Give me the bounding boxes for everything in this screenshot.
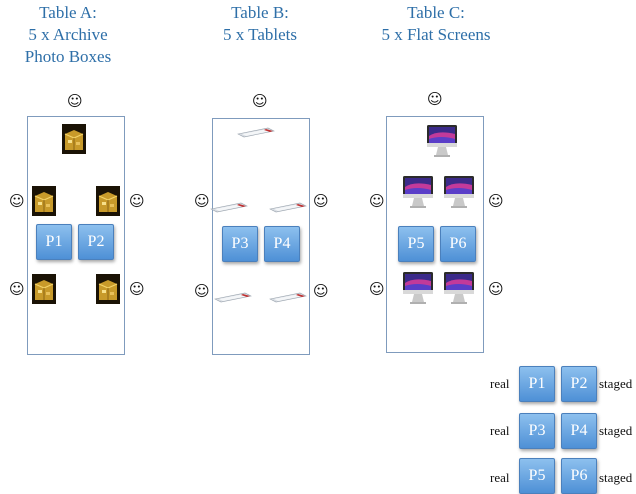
legend-real-label: real (490, 423, 510, 438)
flat-screen-icon (402, 175, 434, 209)
flat-screen-icon (443, 175, 475, 209)
person-icon: ☺ (488, 192, 504, 210)
table-c-title: Table C: (407, 3, 465, 22)
table-c-heading: Table C: 5 x Flat Screens (346, 2, 526, 46)
person-icon: ☺ (369, 192, 385, 210)
archive-photo-box-icon (96, 274, 120, 304)
legend-participant-p2: P2 (561, 366, 597, 402)
archive-photo-box-icon (32, 274, 56, 304)
table-a-title: Table A: (39, 3, 97, 22)
person-icon: ☺ (129, 192, 145, 210)
participant-p2: P2 (78, 224, 114, 260)
flat-screen-icon (443, 271, 475, 305)
tablet-icon (209, 201, 249, 213)
table-b-subtitle-line-1: 5 x Tablets (222, 25, 298, 44)
participant-p3: P3 (222, 226, 258, 262)
table-b-heading: Table B: 5 x Tablets (170, 2, 350, 46)
archive-photo-box-icon (32, 186, 56, 216)
person-icon: ☺ (369, 280, 385, 298)
table-c-subtitle-line-1: 5 x Flat Screens (381, 25, 491, 44)
legend-participant-p3: P3 (519, 413, 555, 449)
participant-p5: P5 (398, 226, 434, 262)
legend-real-label: real (490, 470, 510, 485)
table-b-title: Table B: (231, 3, 289, 22)
legend-staged-label: staged (599, 423, 633, 438)
legend-staged-label: staged (599, 376, 633, 391)
participant-p1: P1 (36, 224, 72, 260)
tablet-icon (268, 201, 308, 213)
person-icon: ☺ (9, 192, 25, 210)
tablet-icon (236, 126, 276, 138)
person-icon: ☺ (427, 90, 443, 108)
person-icon: ☺ (252, 92, 268, 110)
person-icon: ☺ (313, 282, 329, 300)
legend-participant-p1: P1 (519, 366, 555, 402)
participant-p6: P6 (440, 226, 476, 262)
table-a-subtitle-line-2: Photo Boxes (24, 47, 112, 66)
flat-screen-icon (426, 124, 458, 158)
legend-participant-p5: P5 (519, 458, 555, 494)
table-a-heading: Table A: 5 x Archive Photo Boxes (0, 2, 158, 68)
archive-photo-box-icon (96, 186, 120, 216)
legend-participant-p6: P6 (561, 458, 597, 494)
person-icon: ☺ (129, 280, 145, 298)
person-icon: ☺ (67, 92, 83, 110)
tablet-icon (213, 291, 253, 303)
legend-participant-p4: P4 (561, 413, 597, 449)
person-icon: ☺ (488, 280, 504, 298)
person-icon: ☺ (313, 192, 329, 210)
flat-screen-icon (402, 271, 434, 305)
legend-real-label: real (490, 376, 510, 391)
person-icon: ☺ (194, 192, 210, 210)
person-icon: ☺ (9, 280, 25, 298)
table-a-subtitle-line-1: 5 x Archive (28, 25, 108, 44)
legend-staged-label: staged (599, 470, 633, 485)
tablet-icon (268, 291, 308, 303)
person-icon: ☺ (194, 282, 210, 300)
archive-photo-box-icon (62, 124, 86, 154)
participant-p4: P4 (264, 226, 300, 262)
